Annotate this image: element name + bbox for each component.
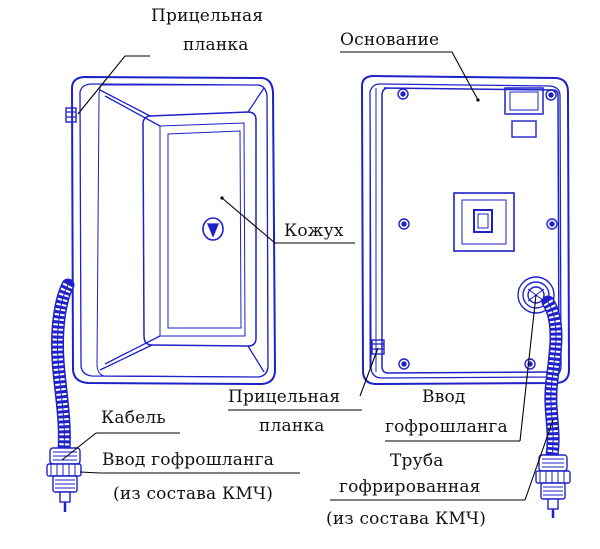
label-corrugated-tube-line1: Труба	[390, 451, 444, 471]
label-conduit-inlet-left-line1: Ввод гофрошланга	[102, 450, 275, 470]
left-conduit-gland	[46, 447, 82, 512]
left-device	[65, 75, 277, 386]
label-base: Основание	[340, 30, 440, 50]
label-corrugated-tube-line3: (из состава КМЧ)	[326, 509, 487, 529]
label-sight-bar-top-line2: планка	[183, 35, 249, 55]
label-sight-bar-bottom-line1: Прицельная	[228, 387, 341, 407]
label-cable: Кабель	[101, 408, 166, 428]
label-conduit-inlet-right-line1: Ввод	[422, 387, 466, 407]
leader-lines	[61, 51, 554, 501]
label-sight-bar-bottom-line2: планка	[259, 416, 325, 436]
label-cover: Кожух	[284, 221, 344, 241]
label-conduit-inlet-right-line2: гофрошланга	[385, 417, 508, 437]
right-corrugated-hose	[541, 295, 563, 462]
label-conduit-inlet-left-line2: (из состава КМЧ)	[113, 484, 274, 504]
left-corrugated-hose	[51, 278, 75, 457]
label-corrugated-tube-line2: гофрированная	[339, 477, 481, 497]
right-device	[360, 74, 571, 386]
label-sight-bar-top-line1: Прицельная	[151, 6, 264, 26]
right-conduit-gland	[535, 454, 571, 518]
